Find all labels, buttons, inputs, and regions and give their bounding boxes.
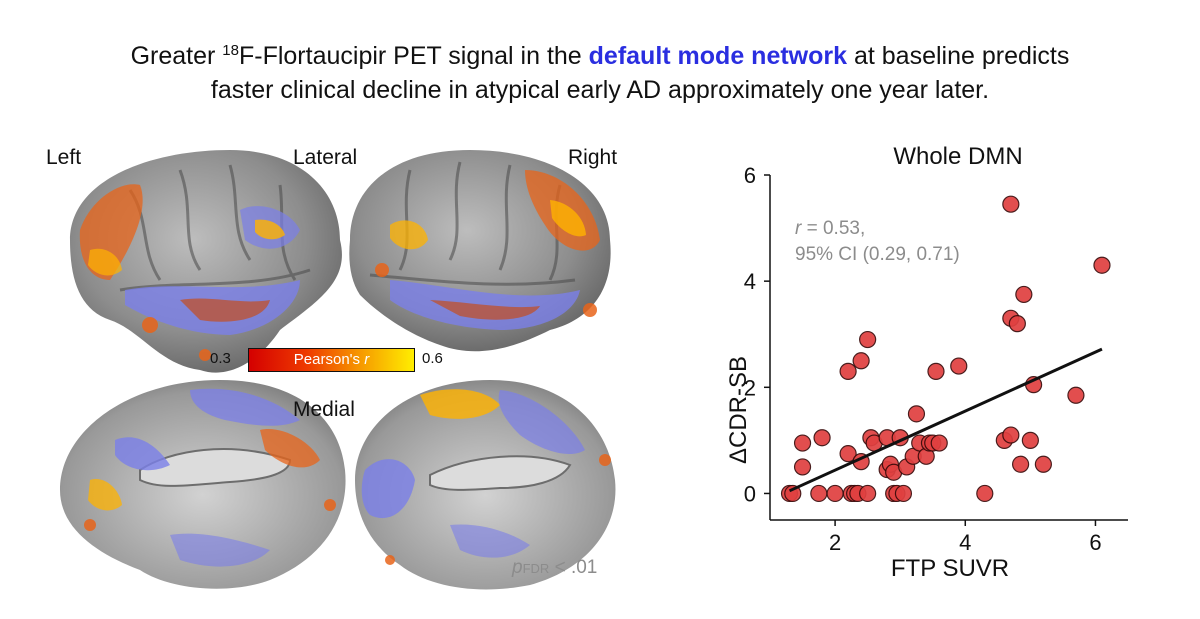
y-tick-label: 0: [744, 481, 756, 506]
data-point: [1002, 195, 1020, 213]
data-point: [852, 352, 870, 370]
data-point: [859, 484, 877, 503]
annotation-r-var: r: [795, 218, 802, 239]
right-medial-hemisphere: [355, 380, 616, 590]
data-point: [793, 434, 812, 452]
x-tick-label: 2: [829, 530, 841, 555]
colorbar-label: Pearson's: [293, 351, 365, 368]
y-axis-label: ΔCDR-SB: [725, 356, 752, 464]
data-point: [1008, 315, 1026, 333]
title-tracer: F-Flortaucipir PET signal in the: [238, 42, 589, 70]
dmn-scatter-chart: Whole DMN 2 4 6 0 2 4 6 r = 0.53, 95% CI (0.29…: [725, 143, 1128, 582]
label-left: Left: [46, 146, 82, 169]
data-point: [1002, 426, 1020, 444]
data-point: [1034, 455, 1052, 473]
chart-axes: [769, 175, 1128, 521]
label-right: Right: [568, 146, 618, 169]
significance-sub: FDR: [522, 561, 550, 576]
figure-title: Greater 18F-Flortaucipir PET signal in t…: [0, 34, 1200, 107]
label-medial: Medial: [293, 398, 355, 421]
title-line1-suffix: at baseline predicts: [847, 42, 1070, 70]
data-point: [1012, 455, 1030, 473]
data-point: [1093, 256, 1111, 274]
label-lateral: Lateral: [293, 146, 358, 169]
y-tick-label: 2: [744, 375, 756, 400]
title-line-1: Greater 18F-Flortaucipir PET signal in t…: [0, 34, 1200, 73]
left-lateral-hemisphere: [70, 150, 342, 373]
title-line-2: faster clinical decline in atypical earl…: [210, 76, 990, 104]
data-point: [1015, 285, 1033, 304]
y-tick-label: 6: [744, 163, 756, 188]
data-point: [907, 405, 926, 423]
pearson-colorbar: 0.3 Pearson's r 0.6: [210, 348, 450, 372]
data-point: [839, 362, 857, 380]
colorbar-min: 0.3: [210, 350, 231, 367]
y-tick-label: 4: [744, 269, 756, 294]
data-point: [1021, 431, 1039, 449]
data-point: [859, 330, 877, 349]
confidence-interval-annotation: 95% CI (0.29, 0.71): [795, 244, 960, 265]
regression-line: [788, 347, 1103, 493]
significance-threshold: pFDR < .01: [512, 557, 597, 579]
x-tick-label: 4: [959, 530, 971, 555]
x-axis-label: FTP SUVR: [891, 555, 1009, 582]
chart-ticks: 2 4 6 0 2 4 6: [744, 163, 1102, 555]
annotation-r-value: = 0.53,: [801, 218, 865, 239]
data-point: [826, 484, 844, 503]
scatter-points: [780, 195, 1111, 503]
correlation-annotation: r = 0.53,: [795, 218, 865, 239]
right-lateral-hemisphere: [349, 150, 611, 352]
title-network-highlight: default mode network: [588, 42, 848, 70]
data-point: [930, 434, 948, 452]
significance-p: p: [512, 557, 523, 578]
data-point: [810, 484, 828, 503]
brain-surface-illustration: [60, 150, 616, 590]
title-isotope: 18: [222, 42, 239, 59]
data-point: [950, 357, 968, 375]
data-point: [813, 429, 831, 447]
data-point: [1067, 386, 1085, 404]
colorbar-label-var: r: [364, 351, 370, 368]
colorbar-max: 0.6: [422, 350, 443, 367]
chart-title: Whole DMN: [893, 143, 1022, 170]
brain-maps-panel: Left Lateral Right Medial 0.3 Pearson's …: [30, 130, 630, 600]
data-point: [927, 362, 945, 380]
data-point: [793, 458, 812, 476]
x-tick-label: 6: [1089, 530, 1101, 555]
left-medial-hemisphere: [60, 380, 346, 589]
data-point: [784, 484, 802, 503]
significance-rest: < .01: [549, 557, 598, 578]
colorbar-gradient: Pearson's r: [248, 348, 415, 372]
title-prefix: Greater: [130, 42, 223, 70]
data-point: [894, 484, 913, 503]
data-point: [839, 445, 857, 463]
data-point: [976, 484, 994, 503]
